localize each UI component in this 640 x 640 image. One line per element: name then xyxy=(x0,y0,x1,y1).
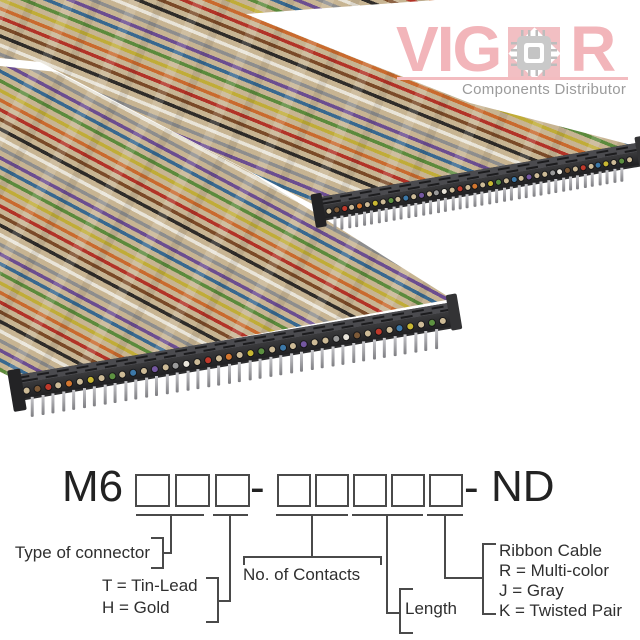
diagram-bracket xyxy=(380,556,382,565)
label-contacts: No. of Contacts xyxy=(243,565,361,584)
diagram-bracket xyxy=(151,537,164,539)
label-plating: T = Tin-Lead H = Gold xyxy=(102,575,198,619)
digit-box-group-1 xyxy=(135,474,250,507)
diagram-bracket xyxy=(482,543,484,615)
part-number-separator: - xyxy=(250,463,265,512)
diagram-bracket xyxy=(243,556,382,558)
diagram-bracket xyxy=(217,577,219,623)
part-number-suffix: ND xyxy=(491,462,555,511)
diagram-bracket xyxy=(243,556,245,565)
label-ribbon-multicolor: R = Multi-color xyxy=(499,561,610,580)
diagram-line xyxy=(229,514,231,602)
label-connector-type: Type of connector xyxy=(14,543,150,562)
label-ribbon-cable: Ribbon Cable R = Multi-color J = Gray K … xyxy=(499,541,622,621)
part-digit-box xyxy=(135,474,170,507)
diagram-bracket xyxy=(151,567,164,569)
diagram-line xyxy=(386,514,388,614)
part-digit-box xyxy=(353,474,387,507)
diagram-bracket xyxy=(484,543,496,545)
diagram-line xyxy=(163,552,172,554)
label-ribbon-twisted: K = Twisted Pair xyxy=(499,601,622,620)
part-digit-box xyxy=(215,474,250,507)
diagram-line xyxy=(444,514,446,579)
label-plating-gold: H = Gold xyxy=(102,598,170,617)
diagram-bracket xyxy=(399,588,401,634)
part-digit-box xyxy=(391,474,425,507)
label-ribbon-gray: J = Gray xyxy=(499,581,564,600)
diagram-bracket xyxy=(401,632,413,634)
label-plating-tin: T = Tin-Lead xyxy=(102,576,198,595)
label-length: Length xyxy=(405,599,457,618)
part-digit-box xyxy=(429,474,463,507)
diagram-line xyxy=(170,514,172,554)
diagram-line xyxy=(444,577,484,579)
diagram-line xyxy=(311,514,313,558)
diagram-bracket xyxy=(206,621,219,623)
diagram-bracket xyxy=(484,613,496,615)
part-digit-box xyxy=(277,474,311,507)
diagram-line xyxy=(218,600,231,602)
diagram-bracket xyxy=(401,588,413,590)
part-number-separator: - xyxy=(464,463,479,512)
label-ribbon-title: Ribbon Cable xyxy=(499,541,603,560)
digit-box-group-2 xyxy=(277,474,463,507)
diagram-bracket xyxy=(206,577,219,579)
part-digit-box xyxy=(315,474,349,507)
diagram-line xyxy=(386,612,401,614)
diagram-bracket xyxy=(162,537,164,569)
part-number-prefix: M6 xyxy=(62,462,124,511)
part-digit-box xyxy=(175,474,210,507)
